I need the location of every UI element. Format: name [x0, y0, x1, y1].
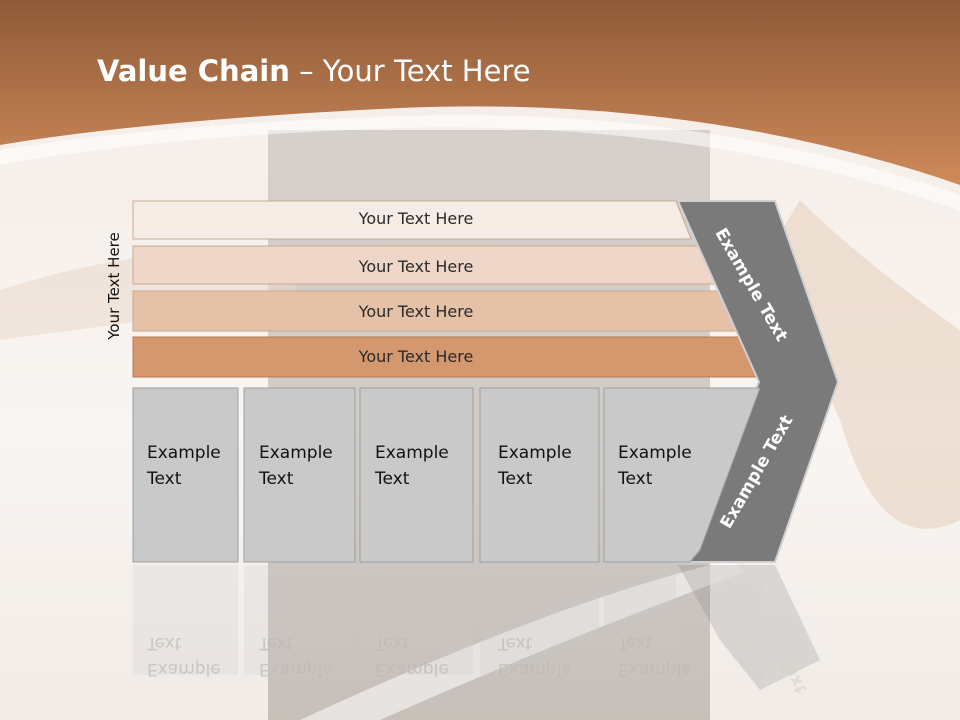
activity-box-1-line2: Text [147, 469, 182, 489]
activity-box-2-reflection-line1: Example [259, 659, 333, 679]
activity-box-5-text: Example Text [618, 440, 692, 492]
activity-box-4 [479, 387, 600, 563]
band-1 [132, 200, 692, 240]
activity-box-2-reflection-line2: Text [259, 633, 294, 653]
activity-box-5-reflection-line1: Example [618, 659, 692, 679]
knife-shape [300, 560, 745, 720]
activity-box-3-reflection-line2: Text [375, 633, 410, 653]
header-swoosh [0, 114, 960, 210]
activity-box-2-reflection: Example Text [259, 630, 333, 682]
activity-box-4-line1: Example [498, 443, 572, 463]
activity-box-1-line1: Example [147, 443, 221, 463]
activity-box-1 [132, 387, 239, 563]
band-1-label: Your Text Here [358, 209, 474, 228]
activity-box-5 [603, 387, 761, 563]
activity-box-4-line2: Text [498, 469, 533, 489]
activity-box-2-line2: Text [259, 469, 294, 489]
band-4-label: Your Text Here [358, 347, 474, 366]
boxes-reflection [133, 565, 820, 690]
activity-box-1-reflection: Example Text [147, 630, 221, 682]
activity-box-2 [243, 387, 356, 563]
band-3-label: Your Text Here [358, 302, 474, 321]
activity-box-3-reflection: Example Text [375, 630, 449, 682]
activity-box-3-line1: Example [375, 443, 449, 463]
activity-box-5-line2: Text [618, 469, 653, 489]
activity-box-4-text: Example Text [498, 440, 572, 492]
header-band [0, 0, 960, 185]
activity-box-1-reflection-line1: Example [147, 659, 221, 679]
activity-box-2-line1: Example [259, 443, 333, 463]
slide-title: Value Chain – Your Text Here [97, 54, 531, 88]
activity-box-3-reflection-line1: Example [375, 659, 449, 679]
activity-box-5-reflection-line2: Text [618, 633, 653, 653]
activity-box-4-reflection-line2: Text [498, 633, 533, 653]
activity-box-5-line1: Example [618, 443, 692, 463]
activity-box-4-reflection: Example Text [498, 630, 572, 682]
activity-box-3-text: Example Text [375, 440, 449, 492]
title-rest: – Your Text Here [289, 54, 531, 88]
activity-box-4-reflection-line1: Example [498, 659, 572, 679]
title-bold: Value Chain [97, 54, 290, 88]
activity-box-3 [359, 387, 474, 563]
activity-box-3-line2: Text [375, 469, 410, 489]
band-2-label: Your Text Here [358, 257, 474, 276]
right-arm-shape [770, 200, 960, 529]
activity-box-2-text: Example Text [259, 440, 333, 492]
activity-box-1-text: Example Text [147, 440, 221, 492]
chevron-arrow [676, 200, 840, 563]
activity-box-1-reflection-line2: Text [147, 633, 182, 653]
activity-box-5-reflection: Example Text [618, 630, 692, 682]
